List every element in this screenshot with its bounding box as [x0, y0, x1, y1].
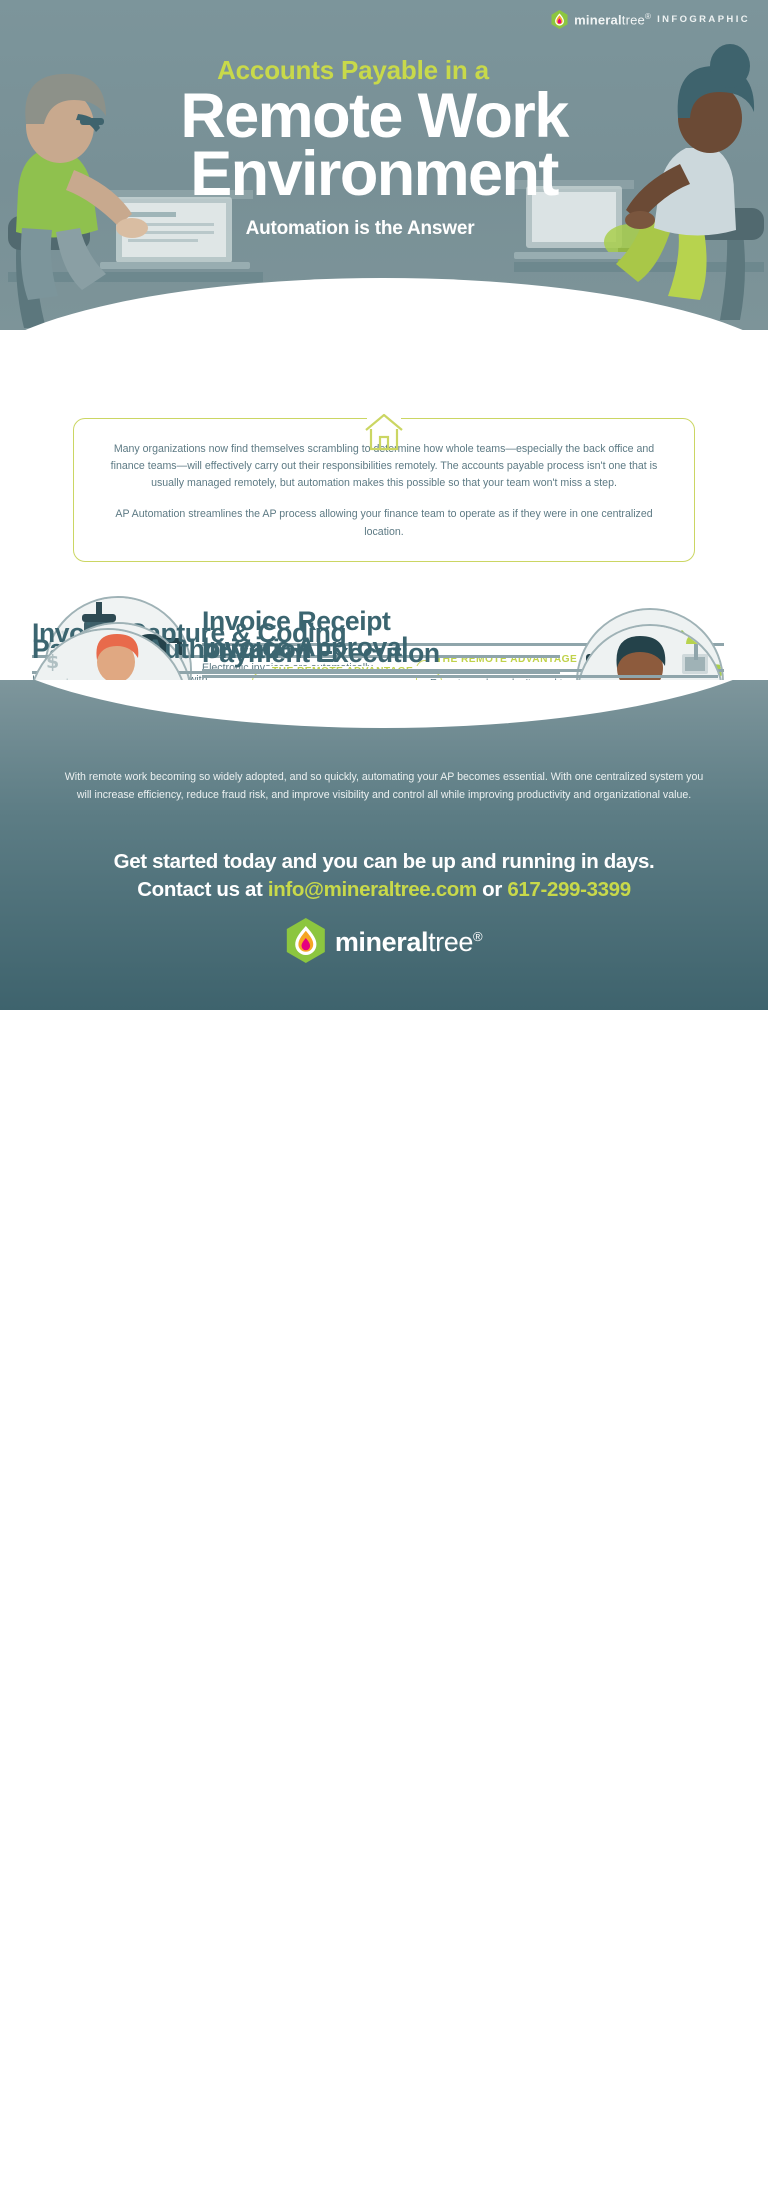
- footer-wordmark: mineraltree®: [334, 927, 483, 958]
- hero-title-line1: Remote Work: [180, 80, 569, 151]
- step-divider: [32, 671, 560, 675]
- step-title-invoice-receipt: Invoice Receipt: [202, 605, 391, 636]
- svg-text:$: $: [46, 651, 59, 673]
- hero-subtitle: Automation is the Answer: [245, 217, 475, 239]
- house-icon: [362, 412, 406, 452]
- step-divider: [32, 655, 560, 659]
- intro-callout-box: Many organizations now find themselves s…: [73, 417, 695, 562]
- hero-title: Remote Work Environment: [40, 84, 728, 210]
- step-divider: [202, 675, 718, 679]
- step-title-invoice-approval: Invoice Approval: [202, 631, 409, 662]
- footer-phone-link[interactable]: 617-299-3399: [507, 878, 631, 902]
- hero-text-block: Accounts Payable in a Remote Work Enviro…: [0, 56, 768, 240]
- footer-section: With remote work becoming so widely adop…: [0, 679, 768, 1010]
- mineraltree-drop-icon: [286, 917, 326, 968]
- intro-paragraph-2: AP Automation streamlines the AP process…: [115, 508, 653, 538]
- hero-eyebrow: Accounts Payable in a: [217, 55, 489, 85]
- footer-cta-line1: Get started today and you can be up and …: [113, 849, 655, 873]
- footer-cta-prefix: Contact us at: [137, 878, 268, 902]
- advantage-label: THE REMOTE ADVANTAGE: [429, 653, 585, 665]
- footer-logo: mineraltree®: [286, 917, 483, 968]
- intro-notch: [367, 417, 401, 422]
- step-divider: [202, 643, 724, 647]
- brand-subtitle: INFOGRAPHIC: [657, 14, 750, 25]
- right-person-illustration: [514, 30, 764, 330]
- hero-title-line2: Environment: [190, 139, 559, 210]
- brand-wordmark: mineraltree®: [574, 11, 652, 28]
- header-logo: mineraltree® INFOGRAPHIC: [551, 10, 750, 29]
- footer-cta: Get started today and you can be up and …: [34, 848, 734, 905]
- step-title-payment-execution: Payment Execution: [202, 637, 440, 668]
- footer-paragraph: With remote work becoming so widely adop…: [64, 770, 704, 801]
- footer-top-curve: [0, 679, 768, 728]
- footer-cta-or: or: [476, 878, 508, 902]
- footer-cta-line2: Contact us at info@mineraltree.com or 61…: [34, 876, 734, 904]
- step-divider: [202, 669, 724, 673]
- left-person-illustration: [8, 40, 263, 330]
- mineraltree-drop-icon: [551, 10, 568, 29]
- hero-banner: mineraltree® INFOGRAPHIC Accounts Payabl…: [0, 0, 768, 330]
- intro-section: Many organizations now find themselves s…: [0, 330, 768, 562]
- footer-email-link[interactable]: info@mineraltree.com: [267, 878, 477, 902]
